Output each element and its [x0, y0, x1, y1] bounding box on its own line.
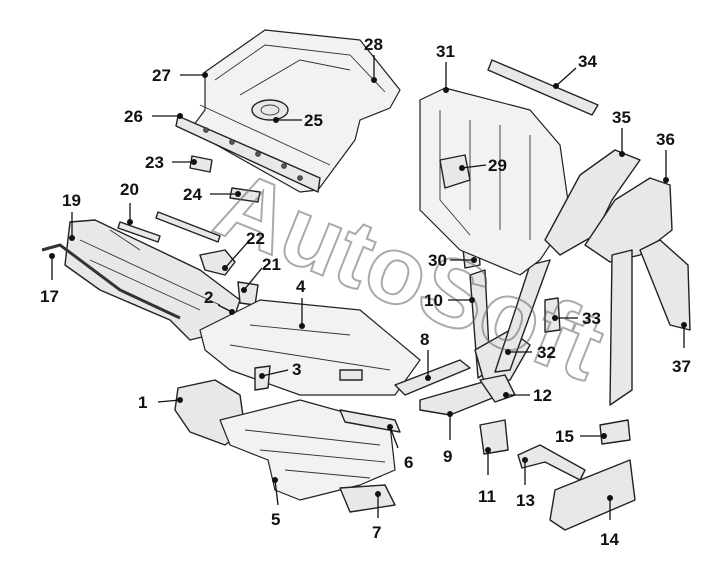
callout-17[interactable]: 17 [40, 253, 59, 306]
callout-label: 32 [537, 343, 556, 362]
part-bracket-30 [439, 154, 471, 189]
callout-label: 19 [62, 191, 81, 210]
callout-label: 27 [152, 66, 171, 85]
callout-label: 3 [292, 360, 301, 379]
callout-label: 6 [404, 453, 413, 472]
callout-4[interactable]: 4 [296, 277, 306, 329]
callout-label: 36 [656, 130, 675, 149]
callout-label: 9 [443, 447, 452, 466]
callout-label: 11 [478, 487, 496, 506]
callout-label: 30 [428, 251, 447, 270]
callout-7[interactable]: 7 [372, 491, 381, 542]
callout-label: 22 [246, 229, 265, 248]
part-bracket-34 [544, 297, 561, 333]
callout-22[interactable]: 22 [222, 229, 265, 271]
callout-label: 7 [372, 523, 381, 542]
callout-10[interactable]: 10 [424, 291, 475, 310]
callout-label: 5 [271, 510, 280, 529]
callout-14[interactable]: 14 [600, 495, 619, 549]
callout-label: 17 [40, 287, 59, 306]
callout-26[interactable]: 26 [124, 107, 183, 126]
part-strip-35 [487, 59, 599, 116]
callout-34[interactable]: 33 [552, 309, 601, 328]
callout-label: 28 [364, 35, 383, 54]
callout-29[interactable]: 28 [364, 35, 383, 83]
part-rail-6 [339, 409, 401, 433]
callout-label: 33 [582, 309, 601, 328]
callout-label: 14 [600, 530, 619, 549]
callout-label: 12 [533, 386, 552, 405]
callout-label: 13 [516, 491, 535, 510]
callout-38[interactable]: 37 [672, 322, 691, 376]
callout-2[interactable]: 2 [204, 288, 235, 315]
callout-25[interactable]: 25 [273, 111, 323, 130]
callout-label: 29 [488, 156, 507, 175]
part-13 [517, 444, 586, 481]
callout-label: 20 [120, 180, 139, 199]
part-wheel-arch-36 [544, 149, 641, 256]
callout-6[interactable]: 6 [387, 424, 413, 472]
part-pillar-lower [609, 249, 633, 406]
callout-32[interactable]: 31 [436, 42, 455, 93]
callout-12[interactable]: 12 [503, 386, 552, 405]
part-sill-9 [419, 379, 501, 416]
callout-1[interactable]: 1 [138, 393, 183, 412]
part-15 [599, 419, 631, 445]
callout-35[interactable]: 34 [553, 52, 597, 89]
callout-33[interactable]: 32 [505, 343, 556, 362]
callout-3[interactable]: 3 [259, 360, 301, 379]
callout-label: 4 [296, 277, 306, 296]
part-sill-14 [549, 459, 636, 531]
callout-label: 25 [304, 111, 323, 130]
part-pillar-38 [639, 239, 691, 331]
callout-30[interactable]: 29 [459, 156, 507, 175]
callout-label: 37 [672, 357, 691, 376]
part-tray-7 [339, 484, 396, 513]
callout-20[interactable]: 20 [120, 180, 139, 225]
callout-label: 26 [124, 107, 143, 126]
part-sill-8 [394, 359, 471, 396]
callouts: 1 2 3 4 5 6 7 8 [40, 35, 691, 549]
callout-8[interactable]: 8 [420, 330, 431, 381]
part-rear-shelf [175, 29, 401, 193]
callout-label: 24 [183, 185, 202, 204]
callout-9[interactable]: 9 [443, 411, 453, 466]
callout-36[interactable]: 35 [612, 108, 631, 157]
callout-label: 23 [145, 153, 164, 172]
callout-5[interactable]: 5 [271, 477, 280, 529]
part-brace [494, 259, 551, 373]
callout-label: 35 [612, 108, 631, 127]
callout-23[interactable]: 23 [145, 153, 197, 172]
callout-31[interactable]: 30 [428, 251, 477, 270]
callout-label: 21 [262, 255, 281, 274]
callout-label: 1 [138, 393, 147, 412]
callout-label: 2 [204, 288, 213, 307]
callout-label: 31 [436, 42, 455, 61]
callout-27[interactable]: 27 [152, 66, 208, 85]
callout-15[interactable]: 15 [555, 427, 607, 446]
part-box-11 [479, 419, 509, 455]
callout-37[interactable]: 36 [656, 130, 675, 183]
part-rod-long [155, 211, 221, 243]
callout-24[interactable]: 24 [183, 185, 241, 204]
part-rod-20 [117, 221, 161, 243]
part-seal-17 [41, 243, 181, 320]
callout-label: 10 [424, 291, 443, 310]
callout-11[interactable]: 11 [478, 447, 496, 506]
parts-drawing [41, 29, 691, 531]
callout-label: 34 [578, 52, 597, 71]
callout-label: 8 [420, 330, 429, 349]
callout-21[interactable]: 21 [241, 255, 281, 293]
callout-19[interactable]: 19 [62, 191, 81, 241]
callout-label: 15 [555, 427, 574, 446]
callout-13[interactable]: 13 [516, 457, 535, 510]
